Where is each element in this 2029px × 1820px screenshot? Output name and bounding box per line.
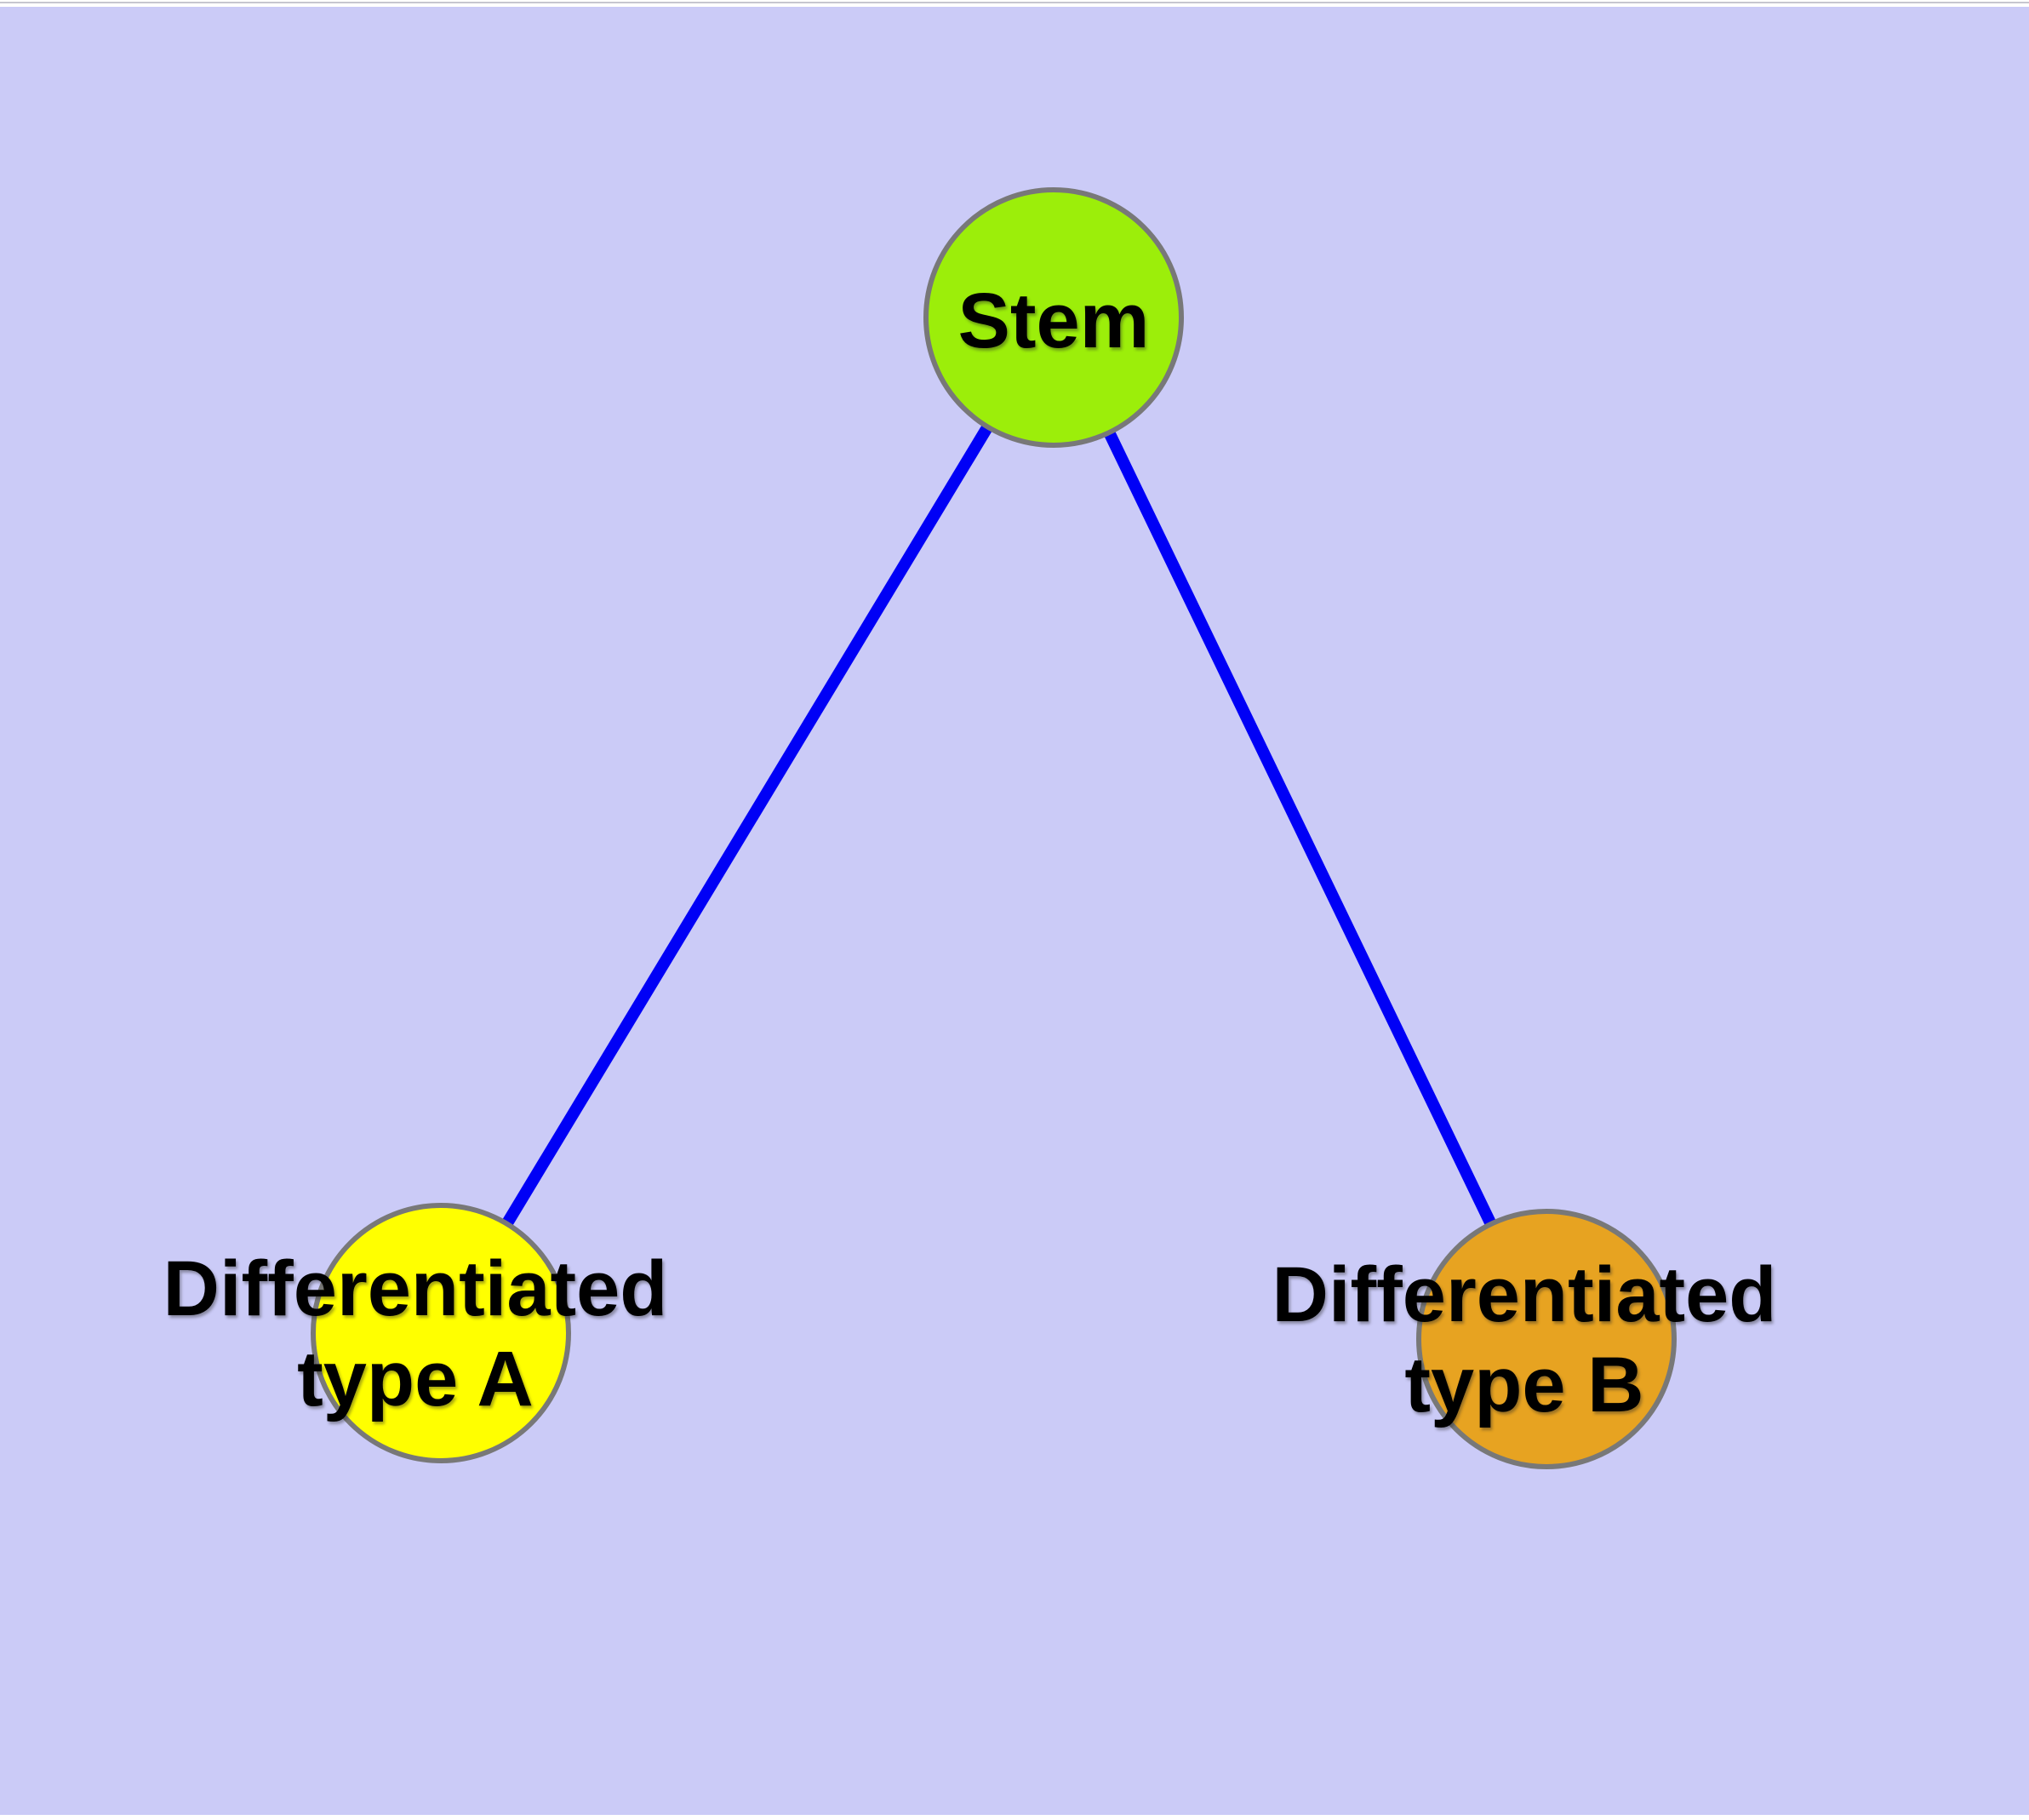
node-stem-circle: [923, 187, 1184, 448]
edge-stem-to-type-a: [436, 314, 1059, 1336]
top-border-line: [0, 2, 2029, 3]
node-stem-label: Stem: [957, 278, 1150, 364]
edge-stem-to-type-b: [1048, 314, 1552, 1342]
node-type-a-circle: [311, 1203, 571, 1463]
node-type-b-label: Differentiated type B: [1272, 1251, 1777, 1428]
node-type-a-label: Differentiated type A: [163, 1245, 668, 1422]
node-type-b-circle: [1416, 1209, 1677, 1469]
